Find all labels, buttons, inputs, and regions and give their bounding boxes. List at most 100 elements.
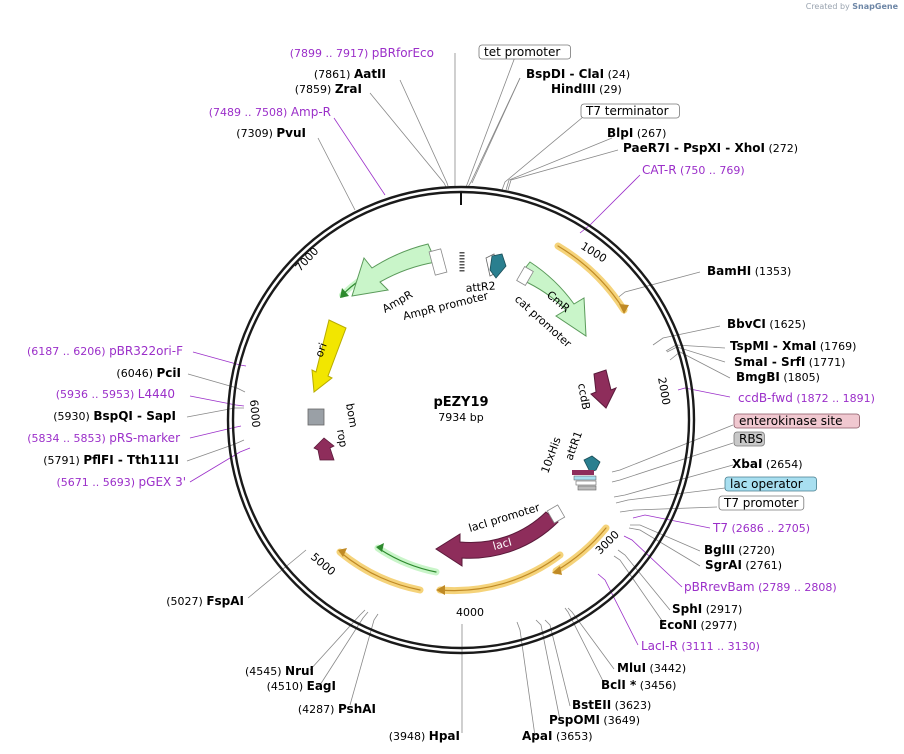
aatii-label[interactable]: (7861) AatII <box>314 67 386 81</box>
tick-2000: 2000 <box>655 376 673 406</box>
bamhi-label[interactable]: BamHI (1353) <box>707 264 791 278</box>
lac-operator-label[interactable]: lac operator <box>724 476 817 492</box>
bglii-label[interactable]: BglII (2720) <box>704 543 775 557</box>
bbvci-text: BbvCI (1625) <box>727 317 806 331</box>
bspdi-text: BspDI - ClaI (24) <box>526 67 630 81</box>
t7-terminator-box <box>580 103 680 119</box>
ampr-promoter-marker <box>428 248 448 276</box>
sphi-label[interactable]: SphI (2917) <box>672 602 742 616</box>
bom-marker <box>307 408 325 426</box>
hpai-text: (3948) HpaI <box>389 729 460 743</box>
prs-marker-label[interactable]: (5834 .. 5853) pRS-marker <box>27 431 180 445</box>
ccdb-label: ccdB <box>575 382 592 410</box>
tspmi-text: TspMI - XmaI (1769) <box>730 339 856 353</box>
hindiii-label[interactable]: HindIII (29) <box>551 82 622 96</box>
aatii-text: (7861) AatII <box>314 67 386 81</box>
enterokinase-box <box>733 413 860 429</box>
bcli-label[interactable]: BclI * (3456) <box>601 678 676 692</box>
lac-operator-text: lac operator <box>730 477 803 491</box>
laci-label: lacI <box>491 535 513 552</box>
ori-feature[interactable]: ori <box>311 319 347 393</box>
pbrforeco-label[interactable]: (7899 .. 7917) pBRforEco <box>290 46 434 60</box>
l4440-label[interactable]: (5936 .. 5953) L4440 <box>56 387 175 401</box>
bspqi-label[interactable]: (5930) BspQI - SapI <box>53 409 176 423</box>
pshai-label[interactable]: (4287) PshAI <box>298 702 376 716</box>
laci-r-label[interactable]: LacI-R (3111 .. 3130) <box>641 639 760 653</box>
sgrai-label[interactable]: SgrAI (2761) <box>705 558 782 572</box>
pcii-text: (6046) PciI <box>116 366 181 380</box>
pbrrevbam-label[interactable]: pBRrevBam (2789 .. 2808) <box>684 580 837 594</box>
paer7i-label[interactable]: PaeR7I - PspXI - XhoI (272) <box>623 141 798 155</box>
arc-arrowheads <box>338 288 629 595</box>
t7-promoter-label[interactable]: T7 promoter <box>718 495 805 511</box>
pvui-label[interactable]: (7309) PvuI <box>236 126 306 140</box>
top-small-features: attR2 <box>459 252 507 295</box>
credit-prefix: Created by <box>805 2 850 11</box>
bspqi-text: (5930) BspQI - SapI <box>53 409 176 423</box>
bsteii-text: BstEII (3623) <box>572 698 651 712</box>
bom-rop-features[interactable]: bom rop <box>307 402 360 461</box>
rop-label: rop <box>334 428 350 448</box>
t7-promoter-box <box>718 495 805 511</box>
ori-label: ori <box>313 341 330 359</box>
his-tag-marker <box>572 470 594 475</box>
tet-promoter-label[interactable]: tet promoter <box>478 44 571 60</box>
tick-5000: 5000 <box>308 550 338 578</box>
ccdb-fwd-label[interactable]: ccdB-fwd (1872 .. 1891) <box>738 391 875 405</box>
pgex3-label[interactable]: (5671 .. 5693) pGEX 3' <box>56 475 186 489</box>
amp-r-primer-label[interactable]: (7489 .. 7508) Amp-R <box>209 105 331 119</box>
pflfi-label[interactable]: (5791) PflFI - Tth111I <box>43 453 179 467</box>
pspomi-text: PspOMI (3649) <box>549 713 640 727</box>
apai-label[interactable]: ApaI (3653) <box>522 729 593 743</box>
pbr322ori-f-label[interactable]: (6187 .. 6206) pBR322ori-F <box>27 344 183 358</box>
hpai-label[interactable]: (3948) HpaI <box>389 729 460 743</box>
ccdb-feature[interactable]: ccdB <box>575 369 618 411</box>
pbrforeco-text: (7899 .. 7917) pBRforEco <box>290 46 434 60</box>
zrai-label[interactable]: (7859) ZraI <box>295 82 362 96</box>
rbs-label[interactable]: RBS <box>733 431 765 447</box>
prs-marker-text: (5834 .. 5853) pRS-marker <box>27 431 180 445</box>
attr1-label: attR1 <box>563 429 585 462</box>
cmr-feature[interactable]: CmR cat promoter <box>512 261 587 350</box>
pflfi-text: (5791) PflFI - Tth111I <box>43 453 179 467</box>
fspai-label[interactable]: (5027) FspAI <box>166 594 244 608</box>
pspomi-label[interactable]: PspOMI (3649) <box>549 713 640 727</box>
bcli-text: BclI * (3456) <box>601 678 676 692</box>
hindiii-text: HindIII (29) <box>551 82 622 96</box>
tick-3000: 3000 <box>593 528 622 557</box>
attr2-label: attR2 <box>465 279 496 295</box>
cat-r-label[interactable]: CAT-R (750 .. 769) <box>642 163 745 177</box>
bsteii-label[interactable]: BstEII (3623) <box>572 698 651 712</box>
tet-promoter-box <box>478 44 571 60</box>
eagi-label[interactable]: (4510) EagI <box>267 679 336 693</box>
laci-feature[interactable]: lacI lacI promoter <box>435 501 566 567</box>
t7-terminator-text: T7 terminator <box>585 104 669 118</box>
xbai-label[interactable]: XbaI (2654) <box>732 457 802 471</box>
credit-brand: SnapGene <box>852 2 898 11</box>
sgrai-text: SgrAI (2761) <box>705 558 782 572</box>
bmgbi-label[interactable]: BmgBI (1805) <box>736 370 820 384</box>
rbs-text: RBS <box>739 432 763 446</box>
bspdi-label[interactable]: BspDI - ClaI (24) <box>526 67 630 81</box>
cat-promoter-marker <box>516 266 534 286</box>
leader-lines <box>186 53 734 737</box>
tet-promoter-text: tet promoter <box>484 45 560 59</box>
pbr322ori-f-text: (6187 .. 6206) pBR322ori-F <box>27 344 183 358</box>
econi-label[interactable]: EcoNI (2977) <box>659 618 737 632</box>
nrui-label[interactable]: (4545) NruI <box>245 664 314 678</box>
l4440-text: (5936 .. 5953) L4440 <box>56 387 175 401</box>
blpi-label[interactable]: BlpI (267) <box>607 126 666 140</box>
tick-6000: 6000 <box>247 399 262 428</box>
t7-primer-label[interactable]: T7 (2686 .. 2705) <box>712 521 810 535</box>
attr1-feature[interactable]: 10xHis attR1 <box>539 429 601 491</box>
mlui-label[interactable]: MluI (3442) <box>617 661 686 675</box>
enterokinase-text: enterokinase site <box>739 414 842 428</box>
ccdb-fwd-text: ccdB-fwd (1872 .. 1891) <box>738 391 875 405</box>
smai-label[interactable]: SmaI - SrfI (1771) <box>734 355 845 369</box>
pcii-label[interactable]: (6046) PciI <box>116 366 181 380</box>
bbvci-label[interactable]: BbvCI (1625) <box>727 317 806 331</box>
enterokinase-label[interactable]: enterokinase site <box>733 413 860 429</box>
tspmi-label[interactable]: TspMI - XmaI (1769) <box>730 339 856 353</box>
t7-terminator-label[interactable]: T7 terminator <box>580 103 680 119</box>
smai-text: SmaI - SrfI (1771) <box>734 355 845 369</box>
